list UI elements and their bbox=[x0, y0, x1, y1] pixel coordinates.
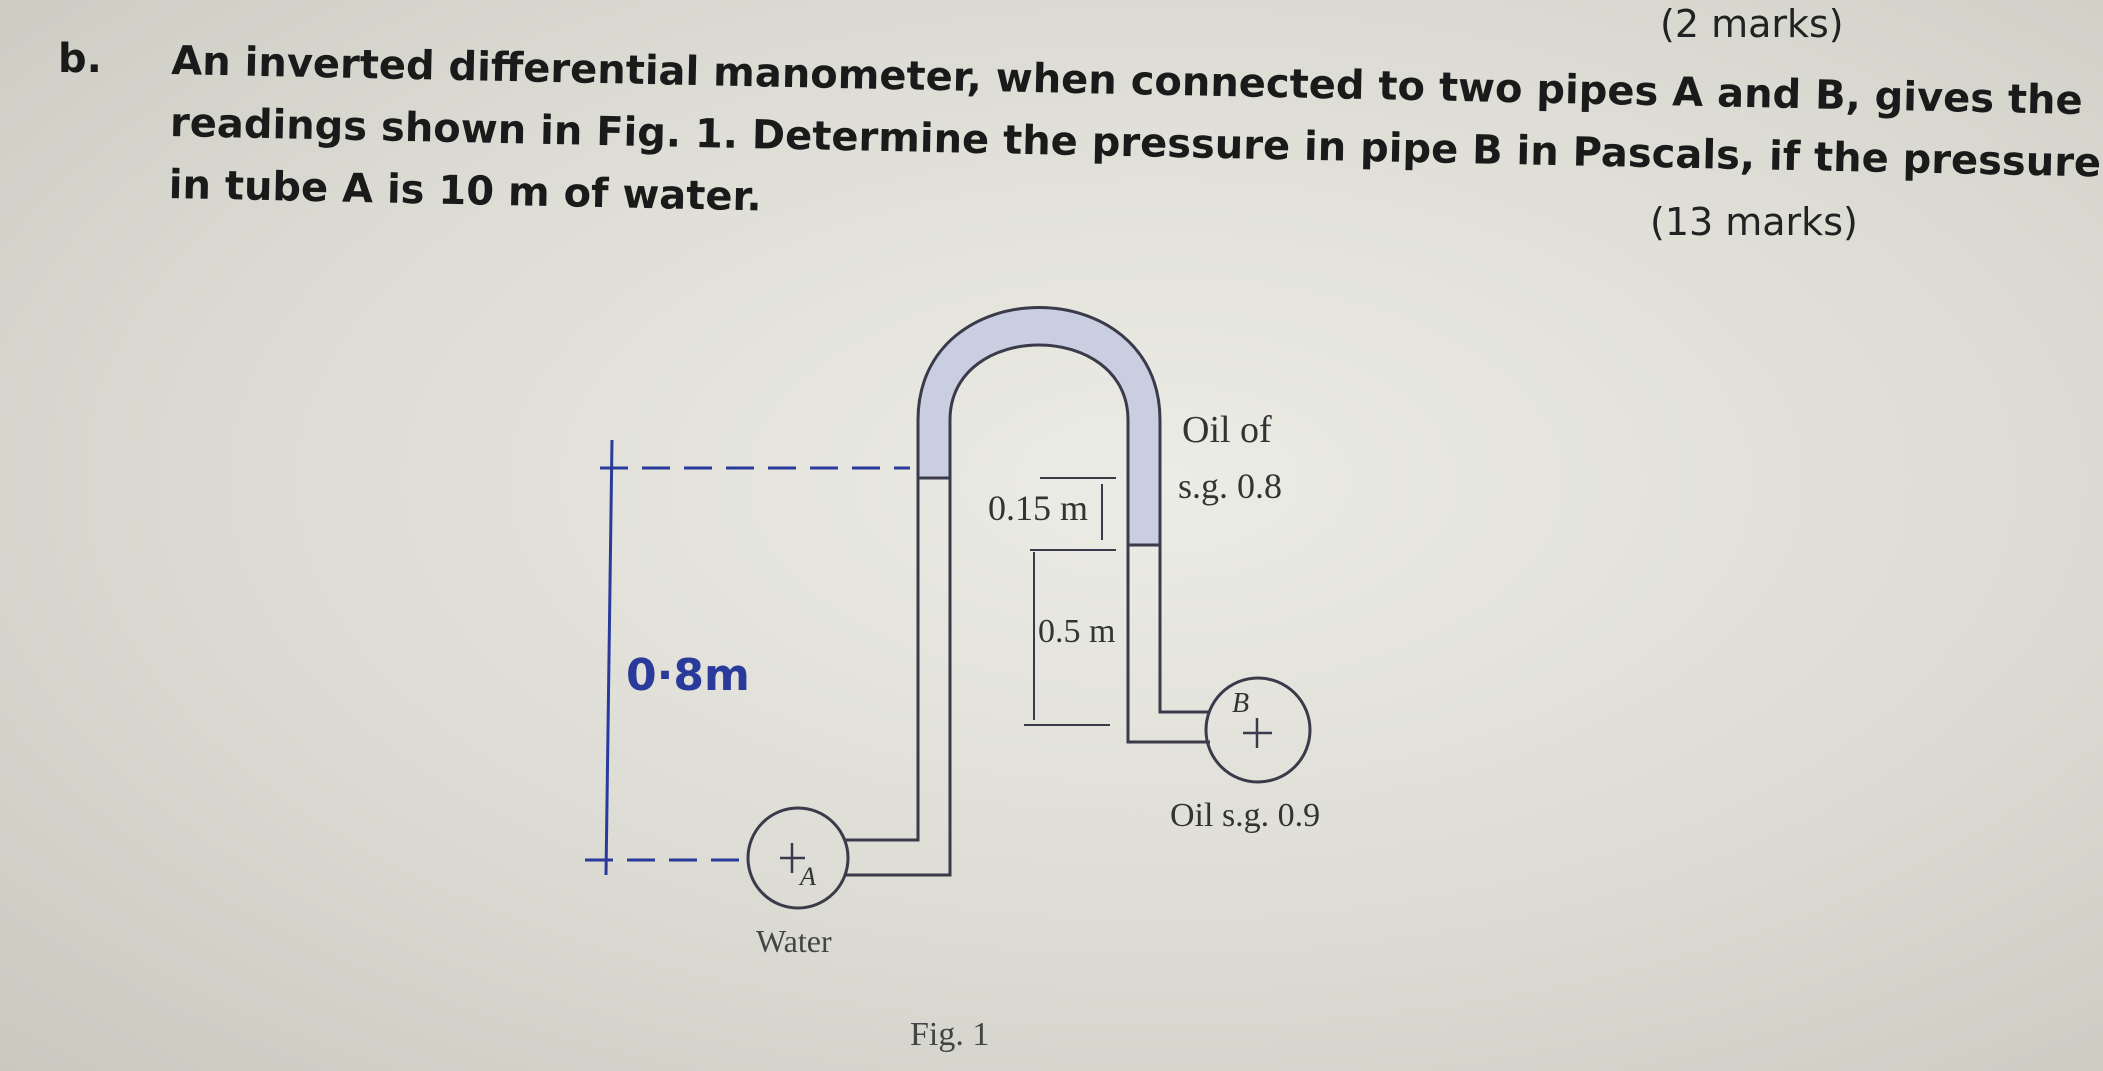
pipe-b-label: B bbox=[1232, 688, 1249, 719]
manometer-tube-oil bbox=[916, 306, 1162, 547]
marks-question: (13 marks) bbox=[1650, 200, 1858, 244]
manometer-left-leg bbox=[845, 478, 952, 877]
pipe-b bbox=[1204, 676, 1312, 784]
dim-08-label: 0·8m bbox=[626, 650, 750, 701]
oil-top-label-1: Oil of bbox=[1182, 409, 1272, 451]
marks-previous: (2 marks) bbox=[1660, 2, 1844, 46]
question-label: b. bbox=[58, 36, 102, 82]
figure-caption: Fig. 1 bbox=[910, 1016, 989, 1053]
water-label: Water bbox=[756, 923, 832, 959]
dim-05-label: 0.5 m bbox=[1038, 613, 1115, 650]
manometer-figure: A B 0.15 m 0.5 m 0·8m Oil of s.g. 0.8 Oi… bbox=[585, 306, 1320, 1053]
oil-top-label-2: s.g. 0.8 bbox=[1178, 466, 1282, 506]
pipe-a-label: A bbox=[798, 862, 816, 891]
oil-b-label: Oil s.g. 0.9 bbox=[1170, 797, 1320, 834]
manometer-right-leg bbox=[1126, 545, 1210, 744]
exam-page: (2 marks) b. An inverted differential ma… bbox=[58, 2, 2102, 1053]
dim-08-vertical bbox=[604, 439, 614, 876]
dim-015-label: 0.15 m bbox=[988, 488, 1088, 528]
pipe-a bbox=[746, 806, 850, 910]
